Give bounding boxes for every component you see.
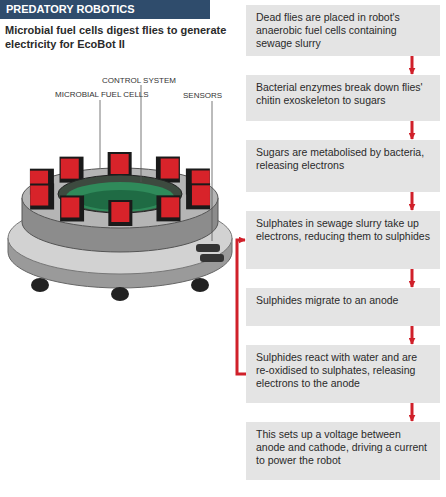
box-text: This sets up a voltage between anode and… — [256, 428, 430, 467]
fuel-cell — [156, 195, 180, 221]
flow-arrow — [237, 240, 246, 374]
fuel-cell — [30, 184, 54, 210]
part-label: CONTROL SYSTEM — [102, 76, 176, 85]
part-label: SENSORS — [183, 91, 222, 100]
flow-arrow — [411, 192, 414, 210]
fuel-cell — [186, 183, 210, 209]
robot-base — [8, 168, 232, 301]
fuel-cell — [108, 200, 132, 226]
box-text: PREDATORY ROBOTICS — [6, 3, 204, 15]
process-box: Sulphides react with water and are re-ox… — [246, 345, 440, 403]
part-label: MICROBIAL FUEL CELLS — [55, 90, 149, 99]
fuel-cell — [156, 157, 180, 183]
box-text: Sulphates in sewage slurry take up elect… — [256, 217, 430, 243]
box-text: Bacterial enzymes break down flies' chit… — [256, 81, 430, 107]
diagram-title: Microbial fuel cells digest flies to gen… — [5, 23, 237, 51]
flow-arrow — [411, 269, 414, 287]
process-box: Sulphides migrate to an anode — [246, 288, 440, 326]
flow-arrow — [411, 56, 414, 74]
process-box: Sulphates in sewage slurry take up elect… — [246, 211, 440, 269]
flow-arrow — [411, 121, 414, 139]
fuel-cell — [60, 157, 84, 183]
process-box: Bacterial enzymes break down flies' chit… — [246, 75, 440, 121]
flow-arrow — [411, 403, 414, 421]
process-box: This sets up a voltage between anode and… — [246, 422, 440, 480]
box-text: Sulphides migrate to an anode — [256, 294, 430, 307]
flow-arrow — [411, 326, 414, 344]
box-text: Sulphides react with water and are re-ox… — [256, 351, 430, 390]
process-box: Sugars are metabolised by bacteria, rele… — [246, 140, 440, 192]
fuel-cell — [60, 195, 84, 221]
box-text: Dead flies are placed in robot's anaerob… — [256, 11, 430, 50]
header-band: PREDATORY ROBOTICS — [0, 0, 210, 19]
fuel-cell — [108, 152, 132, 178]
box-text: Sugars are metabolised by bacteria, rele… — [256, 146, 430, 172]
leader-lines — [100, 85, 212, 241]
process-box: Dead flies are placed in robot's anaerob… — [246, 5, 440, 56]
